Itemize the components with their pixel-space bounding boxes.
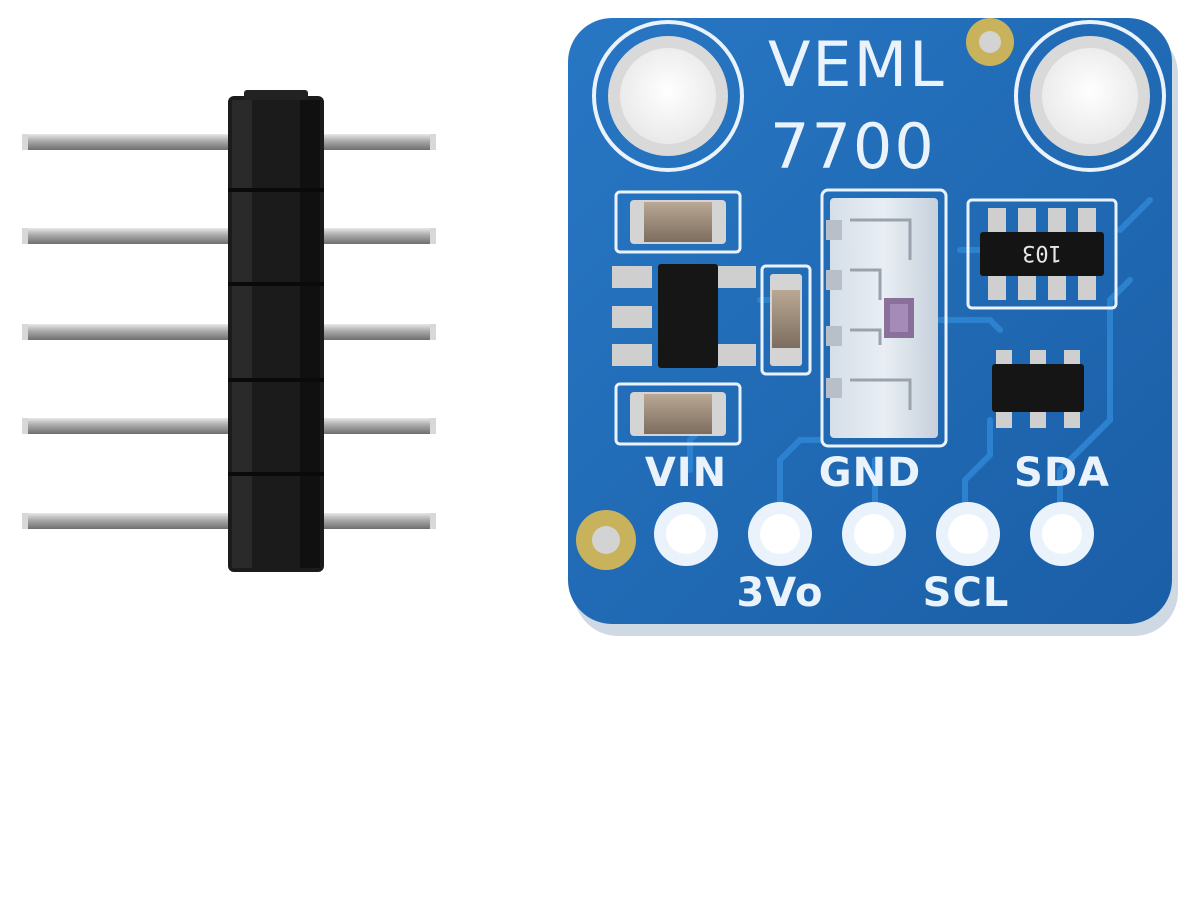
mounting-hole-left bbox=[592, 20, 744, 172]
pin-hole-3vo bbox=[748, 502, 812, 566]
pin-label-vin: VIN bbox=[645, 450, 727, 496]
fiducial-bottom bbox=[576, 510, 636, 570]
pin-hole-gnd bbox=[842, 502, 906, 566]
pin-header bbox=[22, 90, 436, 572]
capacitor-c2 bbox=[614, 382, 742, 446]
level-shifter-chip bbox=[992, 350, 1084, 428]
board-title-line2: 7700 bbox=[770, 110, 936, 183]
pin-label-gnd: GND bbox=[819, 450, 922, 496]
pin-label-sda: SDA bbox=[1014, 450, 1110, 496]
pin-holes bbox=[654, 502, 1094, 566]
pin-hole-vin bbox=[654, 502, 718, 566]
resistor-array: 103 bbox=[966, 198, 1118, 310]
mounting-hole-right bbox=[1014, 20, 1166, 172]
voltage-regulator-chip bbox=[612, 264, 756, 368]
fiducial-top bbox=[966, 18, 1014, 66]
pin-hole-scl bbox=[936, 502, 1000, 566]
capacitor-c1 bbox=[614, 190, 742, 254]
veml7700-board: VEML 7700 bbox=[568, 18, 1178, 636]
header-plastic bbox=[228, 90, 324, 572]
pin-hole-sda bbox=[1030, 502, 1094, 566]
capacitor-c3 bbox=[760, 264, 812, 376]
light-sensor-veml7700 bbox=[820, 188, 948, 448]
pin-label-3vo: 3Vo bbox=[736, 570, 823, 616]
resistor-code: 103 bbox=[1022, 240, 1062, 265]
board-title-line1: VEML bbox=[768, 28, 946, 101]
pin-label-scl: SCL bbox=[923, 570, 1010, 616]
